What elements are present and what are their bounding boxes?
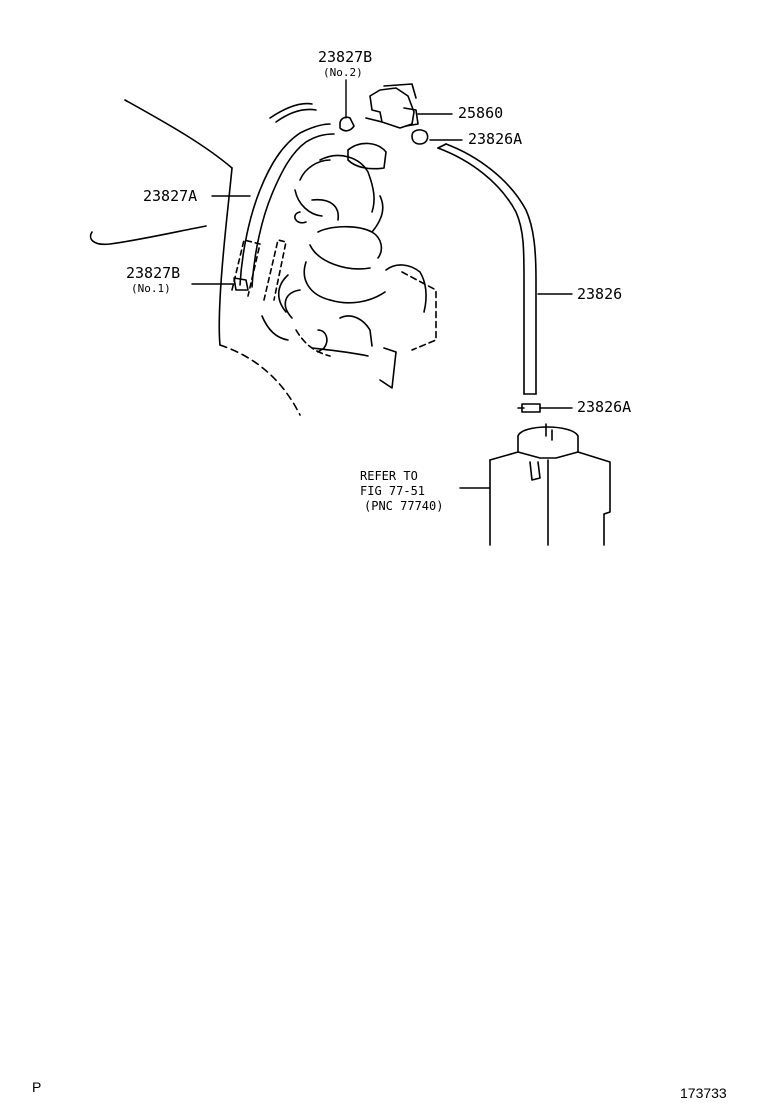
clamp-23826a-lower xyxy=(517,403,573,413)
label-23827b-no2: 23827B xyxy=(318,48,373,66)
clamp-23827b-no1 xyxy=(233,277,249,291)
reference-line-3: (PNC 77740) xyxy=(364,499,444,513)
clamp-23826a-upper xyxy=(411,129,463,145)
reference-line-1: REFER TO xyxy=(360,469,418,483)
label-23826a-lower: 23826A xyxy=(577,398,632,416)
label-23827b-no2-sub: (No.2) xyxy=(323,66,363,79)
hose-23827a xyxy=(239,102,335,288)
engine-assembly xyxy=(231,142,437,389)
figure-number: 173733 xyxy=(680,1085,727,1101)
clamp-23827b-no2 xyxy=(339,79,355,132)
valve-25860 xyxy=(365,83,453,129)
body-outline xyxy=(89,99,301,416)
label-23827a: 23827A xyxy=(143,187,198,205)
label-23826: 23826 xyxy=(577,285,623,303)
hose-23826 xyxy=(437,143,573,395)
label-23827b-no1-sub: (No.1) xyxy=(131,282,171,295)
label-23826a-upper: 23826A xyxy=(468,130,523,148)
label-25860: 25860 xyxy=(458,104,504,122)
reference-line-2: FIG 77-51 xyxy=(360,484,426,498)
label-23827b-no1: 23827B xyxy=(126,264,181,282)
charcoal-canister xyxy=(459,423,611,546)
footer-left-code: P xyxy=(32,1079,42,1095)
